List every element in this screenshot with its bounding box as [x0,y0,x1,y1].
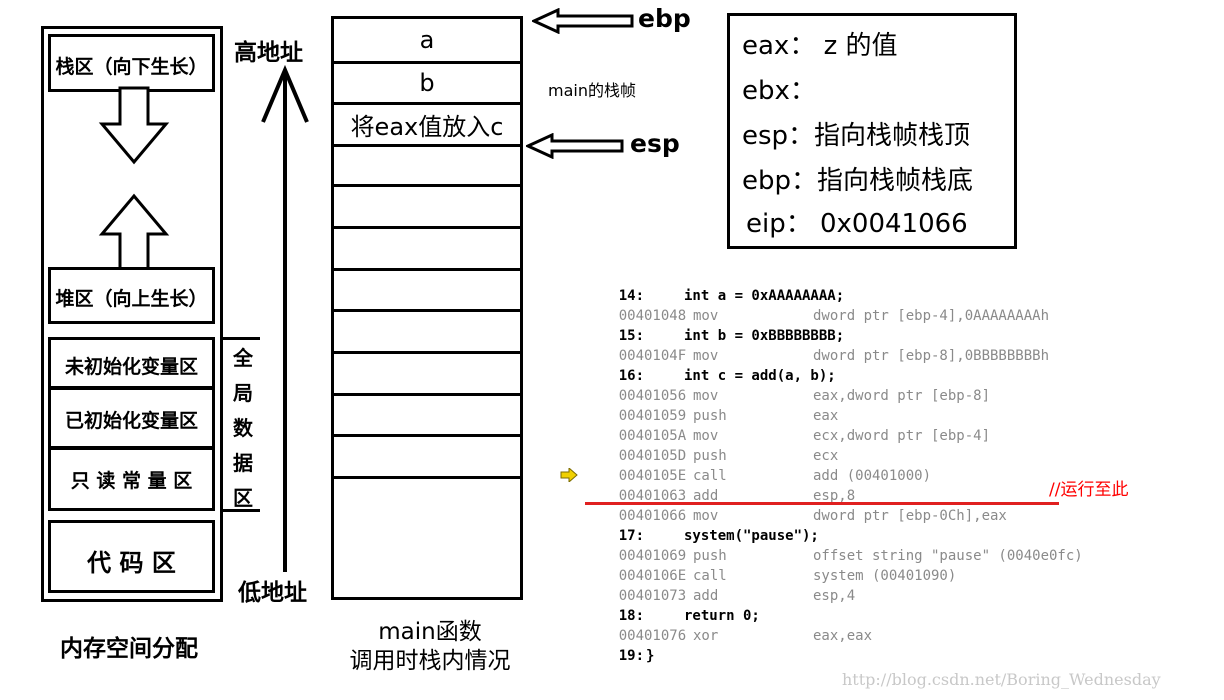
stack-slot [334,229,520,271]
global-char: 局 [233,381,253,405]
code-region: 代 码 区 [48,520,215,593]
global-char: 区 [233,486,253,510]
stack-slot [334,437,520,479]
watermark: http://blog.csdn.net/Boring_Wednesday [842,670,1161,689]
stack-column: a b 将eax值放入c [331,16,523,600]
init-data-region: 已初始化变量区 [48,387,215,449]
source-line: 15:int b = 0xBBBBBBBB; [618,328,845,344]
address-axis-arrow-icon [261,64,309,572]
ebp-label: ebp [638,4,691,33]
readonly-region: 只 读 常 量 区 [48,447,215,511]
source-line: 19:} [618,648,655,664]
stack-slot [334,271,520,312]
stack-slot [334,187,520,229]
current-instruction-pointer-icon [560,468,578,482]
register-ebp: ebp：指向栈帧栈底 [742,166,974,196]
uninit-data-label: 未初始化变量区 [64,356,198,378]
down-arrow-icon [98,86,170,165]
stack-slot [334,354,520,396]
stack-frame-label: main的栈帧 [548,81,636,100]
global-char: 据 [233,451,253,475]
high-address-label: 高地址 [234,40,303,66]
stack-slot [334,396,520,437]
register-esp: esp：指向栈帧栈顶 [742,121,971,151]
up-arrow-icon [98,193,170,272]
heap-region: 堆区（向上生长） [48,267,215,324]
global-data-bracket [222,337,260,512]
uninit-data-region: 未初始化变量区 [48,337,215,389]
global-char: 数 [233,416,253,440]
stack-caption: main函数 调用时栈内情况 [330,618,530,676]
source-line: 17:system("pause"); [618,528,819,544]
source-line: 16:int c = add(a, b); [618,368,836,384]
stack-slot [334,147,520,187]
source-line: 14:int a = 0xAAAAAAAA; [618,288,845,304]
register-eip: eip： 0x0041066 [746,209,968,239]
register-eax: eax： z 的值 [742,31,898,61]
stack-region: 栈区（向下生长） [48,34,215,92]
init-data-label: 已初始化变量区 [64,410,198,432]
code-region-label: 代 码 区 [87,549,176,577]
heap-region-label: 堆区（向上生长） [55,288,208,310]
stack-caption-line2: 调用时栈内情况 [349,648,511,674]
run-to-here-underline [585,502,1059,505]
esp-label: esp [630,129,680,158]
esp-pointer-arrow-icon [526,133,624,159]
run-to-here-annotation: //运行至此 [1049,480,1129,500]
stack-slot [334,312,520,354]
readonly-label: 只 读 常 量 区 [70,470,193,492]
stack-slot-c: 将eax值放入c [334,105,520,147]
register-panel [727,13,1017,249]
ebp-pointer-arrow-icon [532,8,634,34]
stack-region-label: 栈区（向下生长） [55,56,208,78]
stack-caption-line1: main函数 [378,619,482,645]
low-address-label: 低地址 [238,580,307,606]
stack-slot-b: b [334,64,520,105]
stack-slot-a: a [334,19,520,64]
global-data-label: 全 局 数 据 区 [226,341,260,516]
global-char: 全 [233,346,253,370]
source-line: 18:return 0; [618,608,760,624]
memory-caption: 内存空间分配 [60,636,198,662]
register-ebx: ebx： [742,76,816,106]
